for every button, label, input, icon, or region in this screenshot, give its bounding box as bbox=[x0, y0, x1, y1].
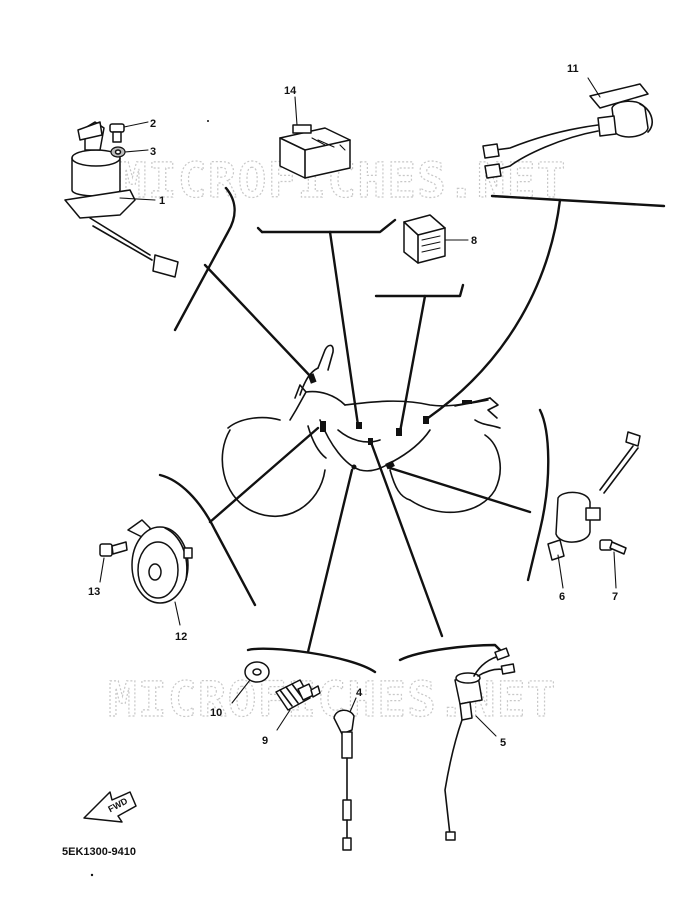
washer-part-10 bbox=[231, 661, 270, 704]
callout-4: 4 bbox=[356, 687, 363, 699]
callout-10: 10 bbox=[210, 707, 222, 719]
callout-labels: 1 2 3 4 5 6 7 8 9 10 11 12 13 14 bbox=[88, 63, 618, 749]
callout-8: 8 bbox=[471, 235, 477, 247]
main-switch-part-1 bbox=[64, 121, 179, 278]
screw-part-7 bbox=[599, 539, 627, 589]
callout-9: 9 bbox=[262, 735, 268, 747]
brake-switch-part-11 bbox=[482, 77, 653, 179]
washer-part-3 bbox=[110, 146, 149, 158]
sensor-part-6 bbox=[547, 431, 641, 589]
callout-1: 1 bbox=[159, 195, 165, 207]
fwd-arrow-icon: FWD bbox=[83, 791, 137, 823]
callout-3: 3 bbox=[150, 146, 156, 158]
neutral-switch-part-9 bbox=[275, 679, 321, 731]
diagram-code: 5EK1300-9410 bbox=[62, 846, 136, 858]
callout-11: 11 bbox=[567, 63, 579, 75]
switch-part-5 bbox=[444, 647, 516, 841]
lead-wire-part-4 bbox=[333, 697, 357, 851]
callout-5: 5 bbox=[500, 737, 506, 749]
callout-2: 2 bbox=[150, 118, 156, 130]
relay-part-14 bbox=[279, 96, 351, 179]
horn-part-12 bbox=[127, 519, 193, 626]
group-brackets bbox=[158, 186, 666, 674]
callout-13: 13 bbox=[88, 586, 100, 598]
leader-lines bbox=[203, 198, 562, 654]
callout-12: 12 bbox=[175, 631, 187, 643]
watermark-bottom: MICROFICHES.NET bbox=[108, 672, 556, 728]
flasher-part-8 bbox=[403, 214, 469, 264]
callout-14: 14 bbox=[284, 85, 297, 97]
callout-6: 6 bbox=[559, 591, 565, 603]
bolt-part-13 bbox=[99, 541, 128, 583]
bolt-part-2 bbox=[109, 121, 149, 143]
callout-7: 7 bbox=[612, 591, 618, 603]
